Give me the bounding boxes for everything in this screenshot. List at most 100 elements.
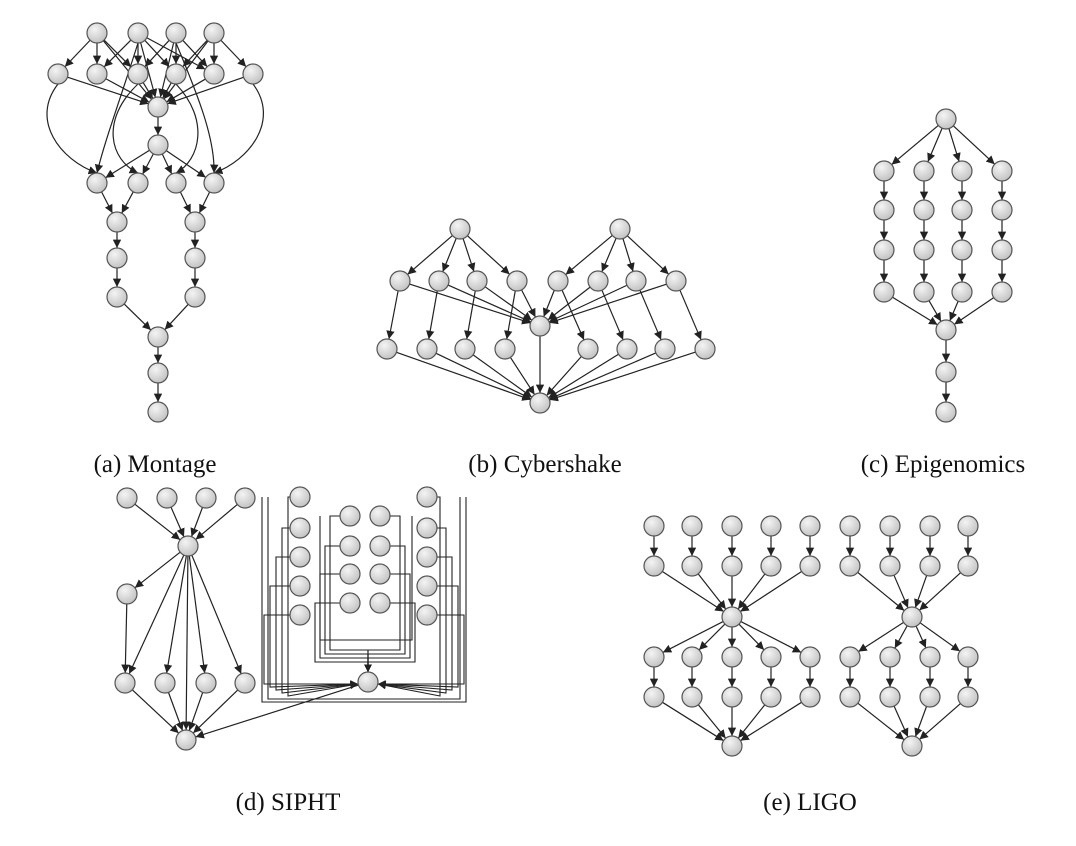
cybershake-graph: [376, 218, 716, 414]
edge: [565, 234, 613, 276]
cybershake-node: [547, 270, 569, 292]
edge: [170, 506, 185, 538]
route-edge: [364, 602, 416, 672]
edge: [175, 83, 199, 174]
edge: [195, 503, 238, 541]
cybershake-node: [529, 392, 551, 414]
sipht-node: [289, 575, 311, 597]
caption-montage: (a) Montage: [93, 451, 217, 478]
edge: [466, 235, 511, 275]
edge: [46, 83, 98, 175]
edge: [891, 124, 939, 166]
ligo-node: [721, 515, 743, 537]
edge: [131, 689, 180, 734]
sipht-node: [369, 535, 391, 557]
ligo-node: [760, 515, 782, 537]
sipht-node: [116, 487, 138, 509]
ligo-node: [760, 686, 782, 708]
cybershake-node: [694, 338, 716, 360]
epigenomics-node: [951, 160, 973, 182]
edge: [918, 572, 962, 611]
epigenomics-node: [873, 239, 895, 261]
edge: [737, 704, 766, 739]
cybershake-node: [506, 270, 528, 292]
sipht-node: [114, 672, 136, 694]
montage-node: [47, 63, 69, 85]
ligo-node: [721, 606, 743, 628]
ligo-node: [957, 646, 979, 668]
epigenomics-node: [913, 199, 935, 221]
montage-node: [147, 96, 169, 118]
sipht-node: [156, 487, 178, 509]
edge: [740, 701, 802, 742]
edge: [738, 623, 765, 651]
ligo-node: [879, 555, 901, 577]
montage-node: [184, 211, 206, 233]
cybershake-node: [577, 338, 599, 360]
epigenomics-node: [873, 160, 895, 182]
edge: [548, 284, 628, 323]
edge: [167, 692, 184, 731]
edge: [181, 555, 191, 731]
epigenomics-node: [951, 281, 973, 303]
edge: [188, 555, 208, 674]
epigenomics-node: [935, 401, 957, 423]
montage-node: [203, 172, 225, 194]
sipht-node: [289, 486, 311, 508]
ligo-node: [799, 686, 821, 708]
cybershake-node: [449, 218, 471, 240]
montage-node: [184, 247, 206, 269]
edge: [182, 39, 208, 68]
edge: [857, 571, 905, 612]
ligo-node: [879, 686, 901, 708]
frame-line: [267, 497, 461, 700]
sipht-node: [416, 486, 438, 508]
route-edge: [364, 573, 411, 672]
edge: [547, 286, 591, 321]
edge: [601, 289, 624, 341]
ligo-node: [839, 686, 861, 708]
edge: [179, 191, 192, 214]
montage-node: [147, 134, 169, 156]
montage-node: [106, 247, 128, 269]
sipht-node: [289, 517, 311, 539]
cybershake-node: [616, 338, 638, 360]
route-edge: [281, 527, 359, 694]
ligo-node: [681, 555, 703, 577]
montage-node: [86, 172, 108, 194]
sipht-node: [416, 575, 438, 597]
ligo-node: [760, 555, 782, 577]
ligo-node: [799, 555, 821, 577]
edge: [134, 551, 181, 589]
ligo-graph: [643, 515, 979, 757]
edge: [191, 555, 242, 674]
montage-node: [147, 326, 169, 348]
cybershake-node: [529, 315, 551, 337]
edge: [220, 39, 247, 68]
edge: [121, 603, 130, 674]
montage-node: [86, 63, 108, 85]
edge: [144, 39, 170, 68]
ligo-node: [839, 515, 861, 537]
edge: [161, 153, 173, 175]
edge: [175, 42, 219, 174]
route-edge: [275, 556, 359, 691]
epigenomics-node: [913, 160, 935, 182]
cybershake-node: [494, 338, 516, 360]
epigenomics-node: [951, 239, 973, 261]
ligo-node: [721, 646, 743, 668]
montage-node: [165, 63, 187, 85]
edge: [948, 128, 961, 162]
sipht-node: [116, 583, 138, 605]
edge: [213, 83, 264, 175]
sipht-node: [177, 535, 199, 557]
route-edge: [263, 614, 358, 688]
montage-node: [165, 172, 187, 194]
sipht-node: [416, 517, 438, 539]
ligo-node: [721, 686, 743, 708]
edge: [662, 570, 724, 613]
cybershake-node: [454, 338, 476, 360]
edge: [167, 76, 244, 105]
edge: [561, 289, 585, 341]
